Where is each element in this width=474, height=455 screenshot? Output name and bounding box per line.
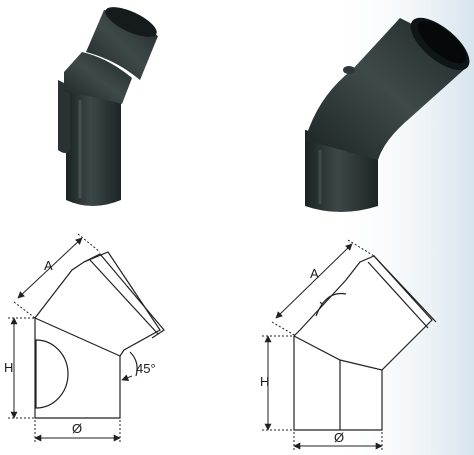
left-dim-diameter-label: Ø <box>72 421 82 436</box>
right-dim-a-label: A <box>310 266 319 281</box>
right-dim-h-label: H <box>260 374 269 389</box>
right-dimensions <box>262 239 383 452</box>
right-dim-diameter-label: Ø <box>334 430 344 445</box>
left-dim-h-label: H <box>4 360 13 375</box>
right-elbow-photo <box>305 17 470 212</box>
left-dimensions <box>8 233 133 444</box>
left-angle-label: 45° <box>136 361 156 376</box>
left-elbow-photo <box>58 7 158 206</box>
left-elbow-drawing <box>34 251 165 419</box>
left-dim-a-label: A <box>44 258 53 273</box>
